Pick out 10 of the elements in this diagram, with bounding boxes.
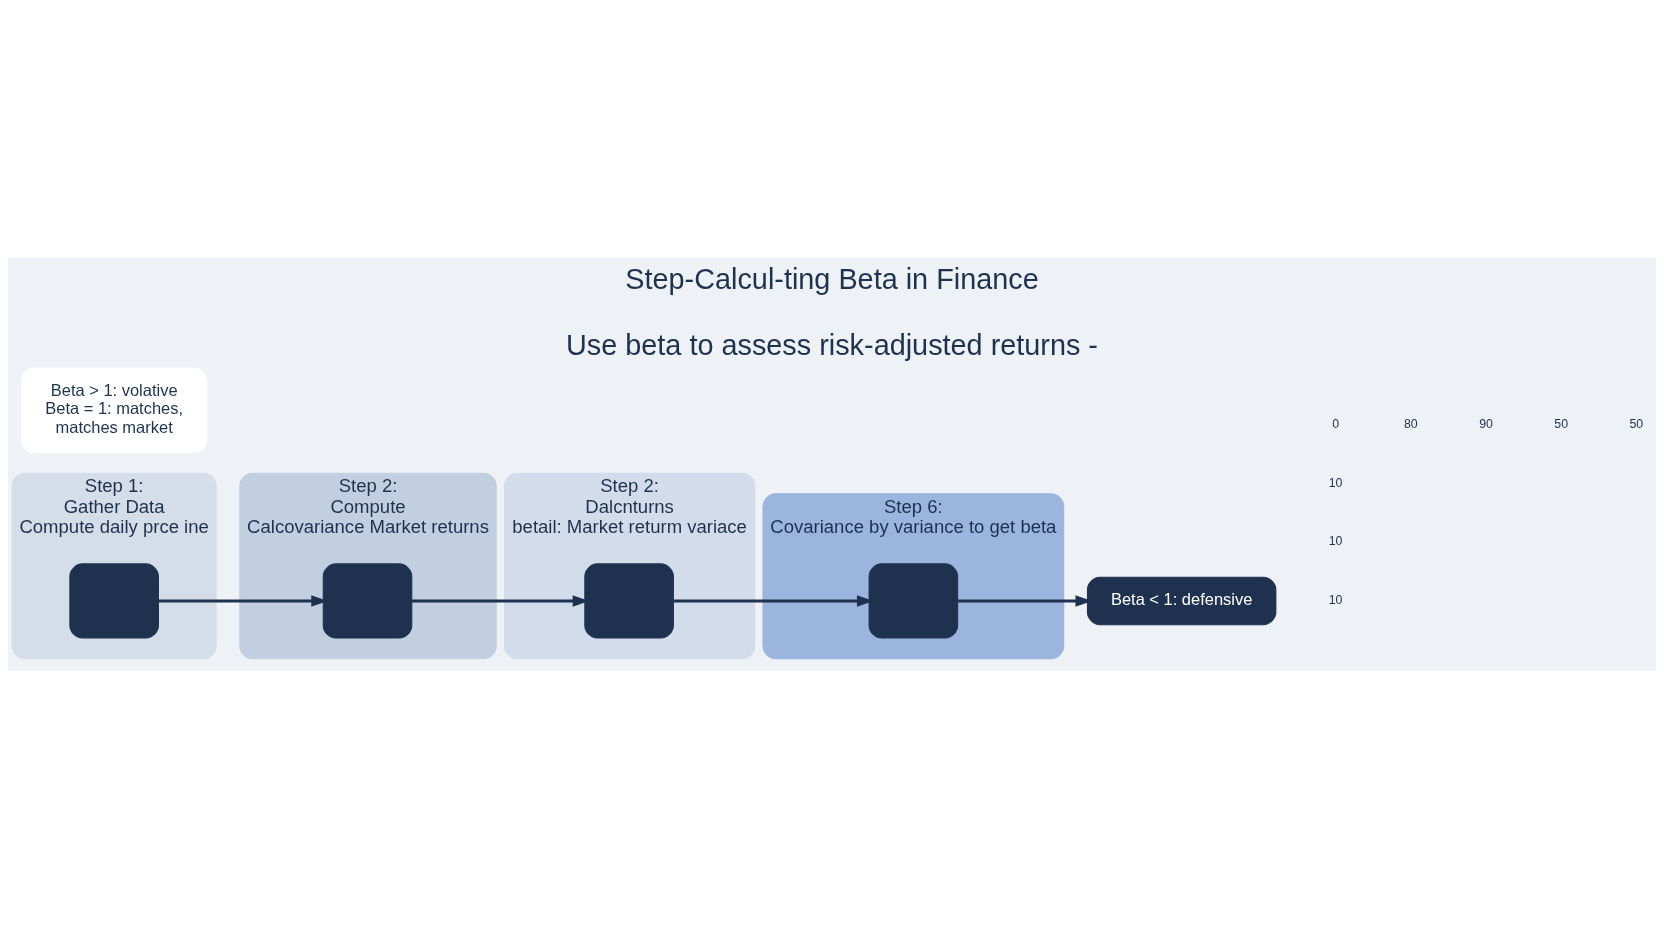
label: 0 [1332, 416, 1340, 431]
label: 50 [1629, 416, 1644, 431]
label: 10 [1328, 533, 1343, 548]
label: 50 [1554, 416, 1569, 431]
label: 80 [1403, 416, 1418, 431]
label: 10 [1328, 592, 1343, 607]
diagram-title: Step-Calcul-ting Beta in Finance [625, 262, 1039, 295]
label: 90 [1479, 416, 1493, 431]
caption: Use beta to assess risk-adjusted returns - [566, 328, 1098, 361]
label: 10 [1328, 475, 1343, 490]
